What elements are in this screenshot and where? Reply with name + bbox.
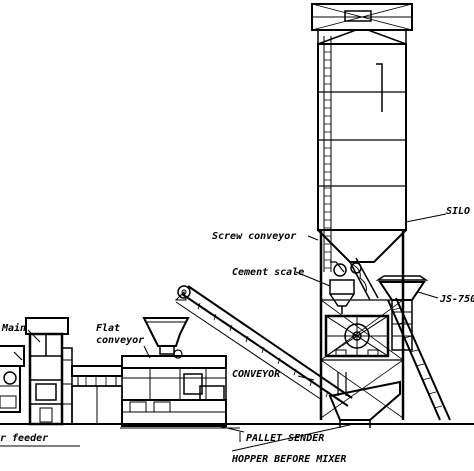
label-silo: SILO — [446, 206, 470, 217]
feeder — [0, 345, 25, 413]
skip-hoist-rails — [387, 297, 451, 421]
label-main: Main — [1, 322, 26, 334]
silo — [311, 3, 413, 420]
label-cement-scale: Cement scale — [232, 267, 304, 278]
belt-conveyor — [174, 285, 353, 407]
label-flat-conveyor-line1: Flat — [96, 323, 120, 334]
silo-top-frame — [311, 3, 413, 44]
silo-body — [317, 29, 407, 263]
mixer-frame — [324, 314, 390, 358]
leader-lines — [27, 213, 447, 452]
label-pallet-sender: PALLET SENDER — [246, 433, 324, 444]
mixer-js750 — [375, 275, 429, 351]
silo-legs — [319, 230, 405, 420]
main-machine — [25, 317, 73, 426]
flat-conveyor — [71, 365, 123, 425]
label-screw-conveyor: Screw conveyor — [212, 231, 296, 242]
label-flat-conveyor-line2: conveyor — [96, 335, 144, 346]
pallet-sender — [121, 355, 227, 427]
concrete-hopper — [142, 317, 190, 359]
label-feeder: r feeder — [0, 433, 48, 444]
cement-scale — [329, 279, 355, 314]
label-mixer: JS-750 — [439, 294, 474, 305]
label-hopper-before-mixer: HOPPER BEFORE MIXER — [231, 454, 346, 465]
screw-conveyor — [330, 257, 379, 301]
label-conveyor: CONVEYOR — [232, 369, 280, 380]
silo-ladder — [323, 36, 332, 272]
